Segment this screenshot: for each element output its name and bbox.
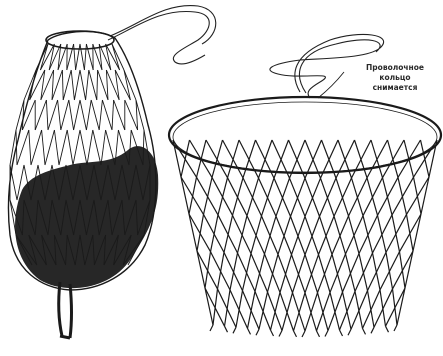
annotation-line-1: Проволочное <box>366 63 424 72</box>
annotation-line-3: снимается <box>373 83 418 92</box>
annotation-line-2: кольцо <box>379 73 410 82</box>
